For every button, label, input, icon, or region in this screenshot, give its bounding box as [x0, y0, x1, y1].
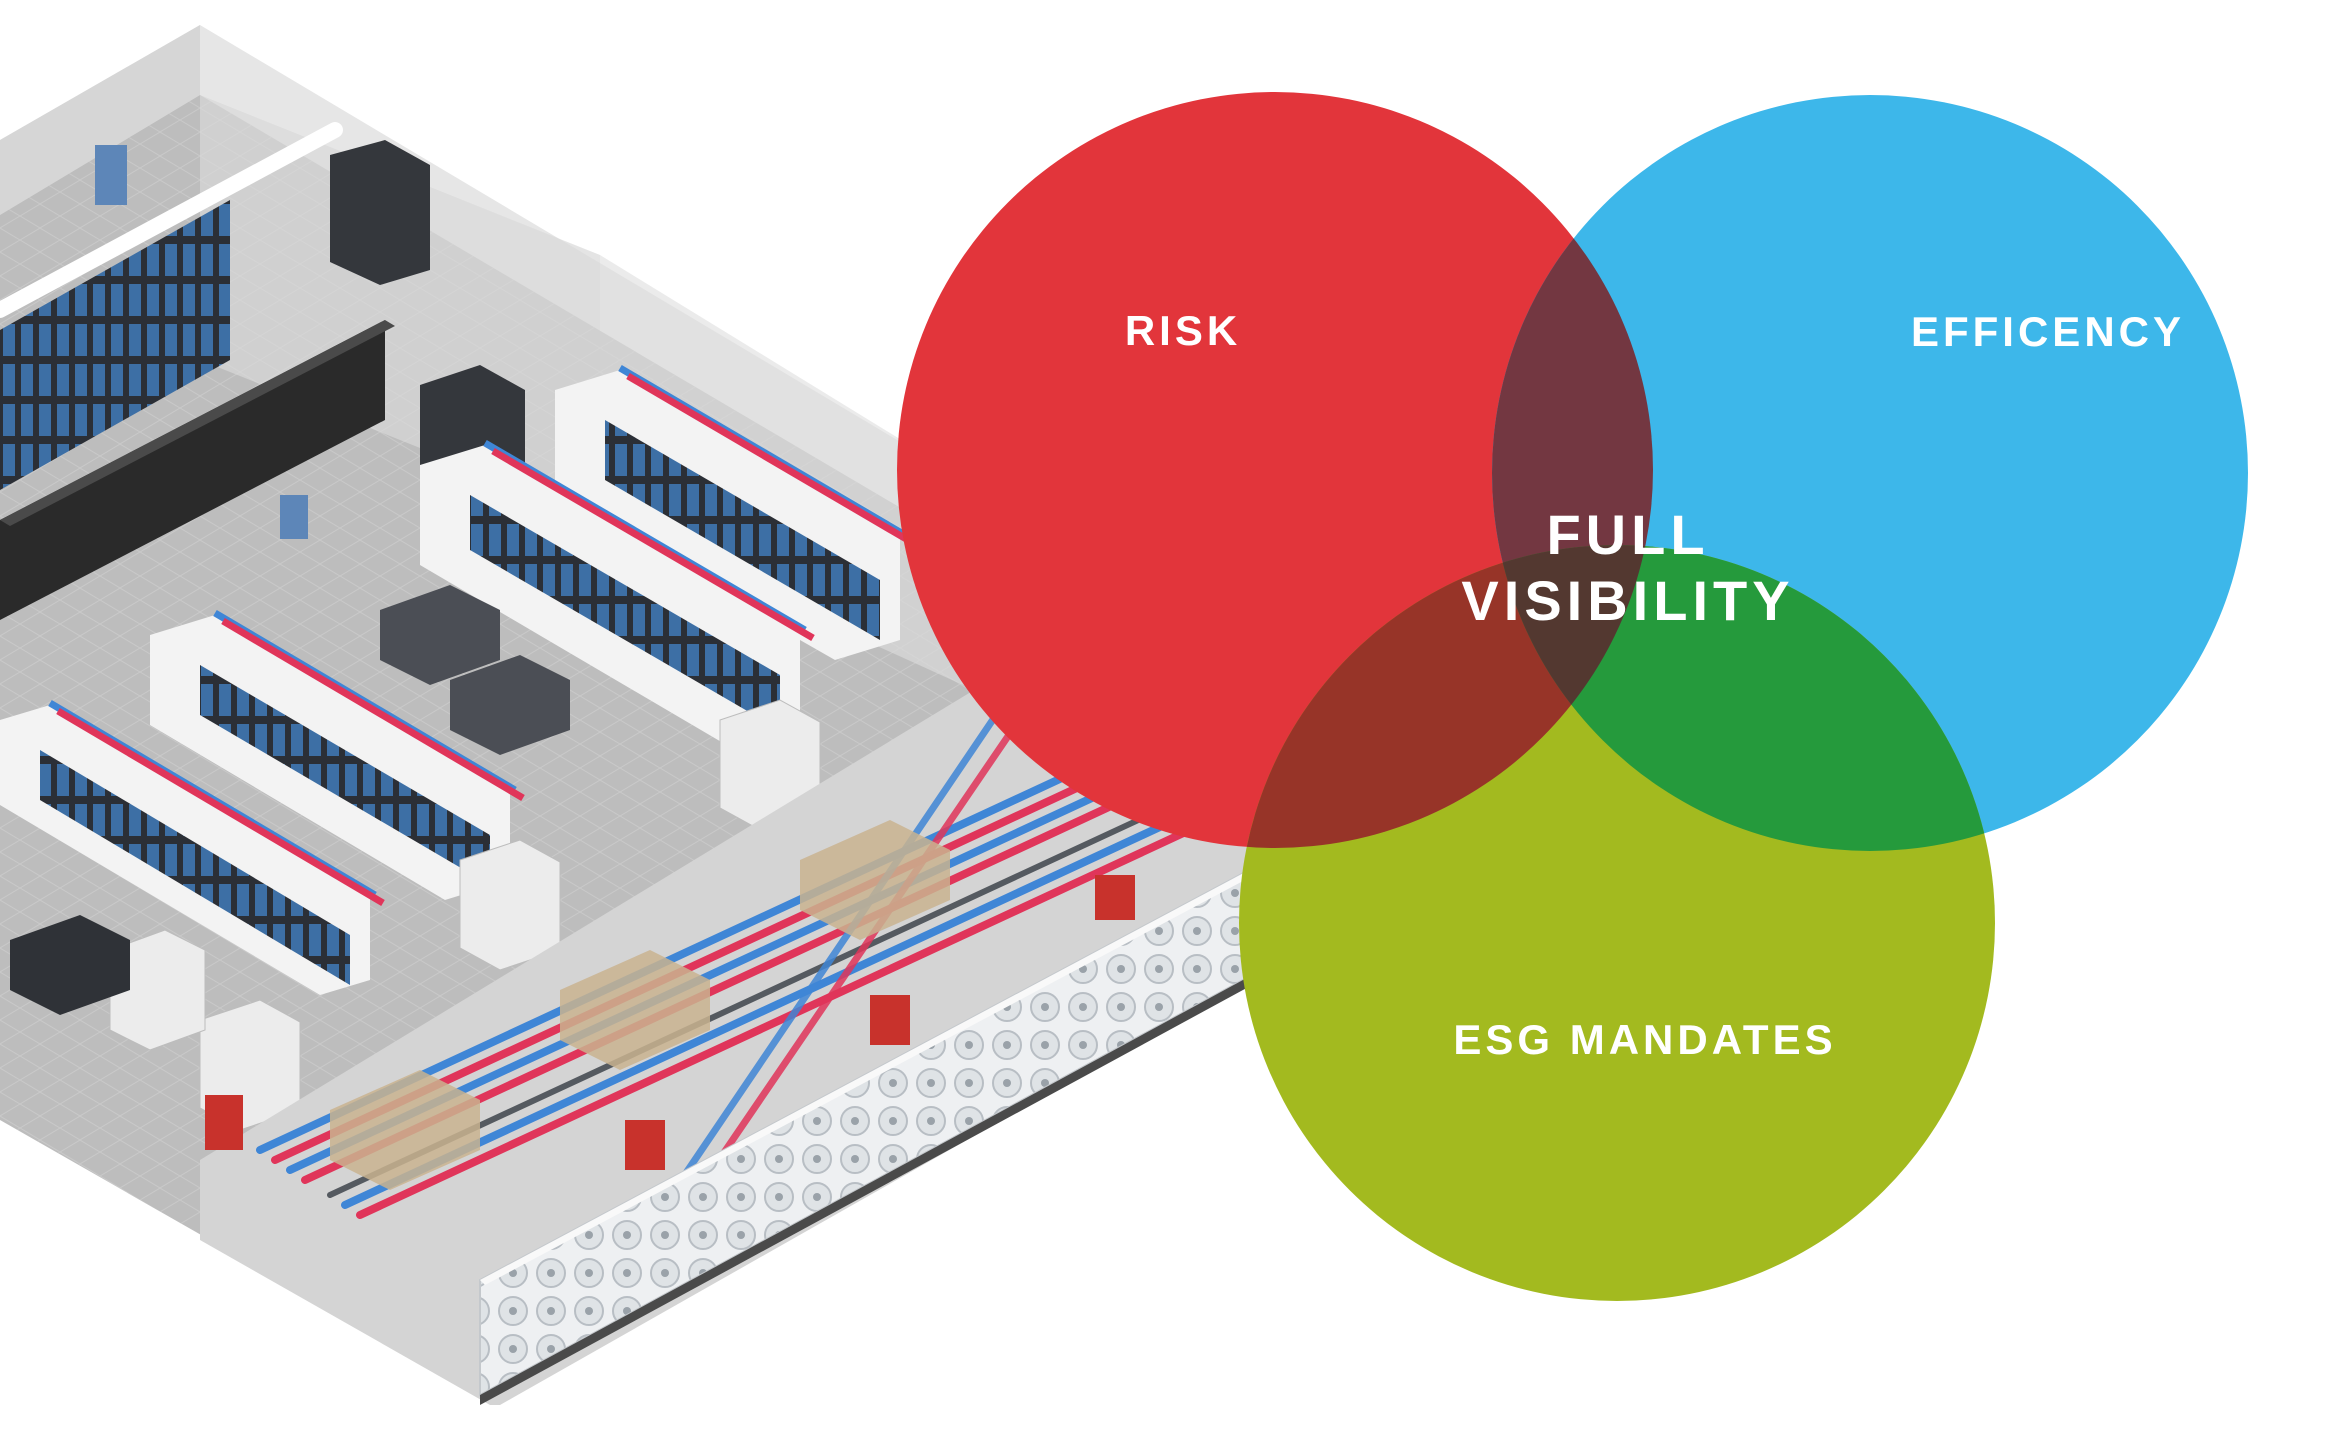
rack-row-1 — [555, 364, 915, 660]
crah-unit — [459, 839, 561, 971]
crah-unit — [109, 929, 206, 1051]
rack-row-4 — [0, 699, 385, 995]
chiller — [380, 585, 500, 685]
wall-panel — [95, 145, 127, 205]
switchgear — [205, 1095, 243, 1150]
server-rack-row — [0, 200, 230, 490]
left-wall — [0, 25, 200, 215]
chiller — [450, 655, 570, 755]
risk-esg-overlap — [1239, 545, 1653, 848]
esg-mandates-label: ESG MANDATES — [1453, 1016, 1836, 1063]
generator — [800, 820, 950, 940]
rack-row-3 — [150, 609, 525, 900]
rack-row-2 — [420, 439, 815, 750]
efficiency-label: EFFICENCY — [1911, 308, 2185, 355]
efficiency-esg-overlap — [1492, 545, 1995, 851]
switchgear — [1095, 875, 1135, 920]
generator — [330, 1070, 480, 1190]
risk-label: RISK — [1125, 307, 1241, 354]
venn-diagram: RISK EFFICENCY ESG MANDATES FULL VISIBIL… — [897, 92, 2248, 1301]
cabinet — [330, 140, 430, 285]
switchgear — [870, 995, 910, 1045]
wall-panel — [280, 495, 308, 539]
switchgear — [625, 1120, 665, 1170]
data-center-illustration — [0, 25, 1395, 1405]
chiller — [10, 915, 130, 1015]
full-visibility-label-line2: VISIBILITY — [1461, 569, 1794, 632]
full-visibility-label-line1: FULL — [1546, 503, 1709, 566]
black-rack-row — [0, 320, 385, 620]
generator — [560, 950, 710, 1070]
